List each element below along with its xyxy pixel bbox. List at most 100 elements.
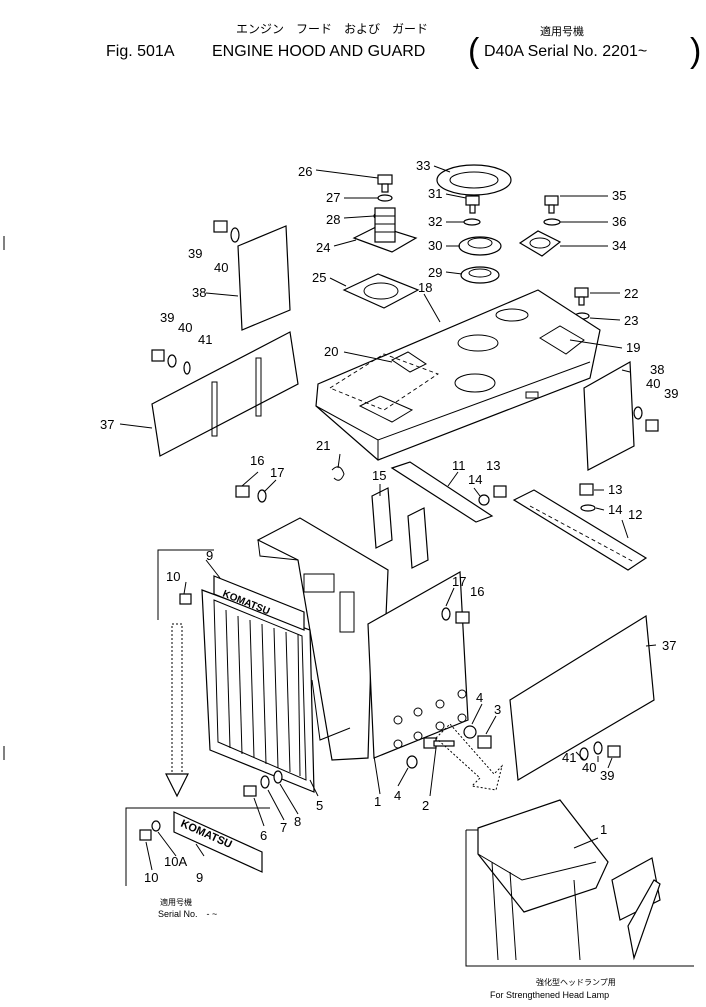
part-5-grille [201,575,315,793]
part-41-lockwasher-left [183,361,191,375]
callout-40-c: 40 [646,376,660,391]
title-jp: エンジン フード および ガード [236,22,428,36]
part-40-washer-upper [230,227,240,243]
callout-18: 18 [418,280,432,295]
callout-37-b: 37 [662,638,676,653]
callout-3: 3 [494,702,501,717]
callout-19: 19 [626,340,640,355]
part-32-washer [463,218,481,226]
note-lamp-jp: 強化型ヘッドランプ用 [536,977,616,987]
note-serial-jp: 適用号機 [160,897,192,907]
title-en: ENGINE HOOD AND GUARD [212,43,425,60]
callout-39-c: 39 [664,386,678,401]
part-34-plate [518,230,562,257]
callout-26: 26 [298,164,312,179]
part-39-bolt-left [151,349,165,362]
callout-6: 6 [260,828,267,843]
part-18-engine-hood [315,289,601,461]
part-31-bolt [465,195,480,214]
part-39-bolt-lowright [607,745,621,758]
callout-32: 32 [428,214,442,229]
callout-40-d: 40 [582,760,596,775]
callout-40-b: 40 [178,320,192,335]
part-21-clip [331,466,345,481]
part-33-cover-ring [436,164,512,196]
callout-5: 5 [316,798,323,813]
callout-23: 23 [624,313,638,328]
part-17-washer-left [257,489,267,503]
part-39-bolt-right [645,419,659,432]
callout-29: 29 [428,265,442,280]
callout-20: 20 [324,344,338,359]
serial-en-header: D40A Serial No. 2201~ [484,43,647,60]
part-17-washer-right [441,607,451,621]
callout-2: 2 [422,798,429,813]
part-12-rail [512,489,648,571]
part-8-washer [273,770,283,784]
callout-14-b: 14 [608,502,622,517]
callout-16-a: 16 [250,453,264,468]
part-16-bolt-left [235,485,250,498]
part-4-washer-lower [406,755,418,769]
callout-35: 35 [612,188,626,203]
part-15-bracket [371,487,429,569]
part-3-bolt [477,735,492,749]
part-40-washer-lowright [593,741,603,755]
note-serial-en: Serial No. - ~ [158,909,217,919]
callout-17-b: 17 [452,574,466,589]
part-11-rail [390,461,494,523]
part-37-side-guard-right [509,614,655,781]
callout-38-b: 38 [650,362,664,377]
callout-16-b: 16 [470,584,484,599]
paren-open: ( [468,32,480,70]
callout-39-a: 39 [188,246,202,261]
part-39-bolt-upper [213,220,228,233]
arrow-diagonal-icon [435,723,503,791]
part-4-washer-upper [463,725,477,739]
callout-9-b: 9 [196,870,203,885]
part-25-gasket [342,273,420,309]
callout-21: 21 [316,438,330,453]
part-40-washer-right [633,406,643,420]
callout-39-d: 39 [600,768,614,783]
part-14-washer-b [580,504,596,512]
inset-bracket-upper [157,549,214,620]
part-38-panel-left [237,225,291,331]
callout-28: 28 [326,212,340,227]
callout-15: 15 [372,468,386,483]
callout-22: 22 [624,286,638,301]
callout-1-inset: 1 [600,822,607,837]
part-7-washer [260,775,270,789]
callout-33: 33 [416,158,430,173]
callout-12: 12 [628,507,642,522]
part-41-lockwasher-right [579,747,589,761]
part-38-panel-right [583,360,635,471]
callout-40-a: 40 [214,260,228,275]
part-13-bolt-a [493,485,507,498]
serial-jp-header: 適用号機 [540,24,584,38]
callout-11: 11 [452,458,466,473]
callout-9-a: 9 [206,548,213,563]
part-14-washer-a [478,494,490,506]
callout-41-a: 41 [198,332,212,347]
callout-4-a: 4 [476,690,483,705]
leader-lines [119,165,657,871]
paren-close: ) [690,32,701,70]
callout-8: 8 [294,814,301,829]
callout-10-b: 10 [144,870,158,885]
callout-24: 24 [316,240,330,255]
callout-1: 1 [374,794,381,809]
part-20-gasket [329,353,439,411]
arrow-down-icon [165,623,189,798]
inset-lamp-box [465,799,694,967]
part-10-screw-upper [179,593,192,605]
part-35-bolt [544,195,559,214]
callout-27: 27 [326,190,340,205]
part-30-flange [458,236,502,256]
figure-number: Fig. 501A [106,43,175,60]
part-36-washer [543,218,561,226]
part-26-bolt [377,174,393,193]
callout-30: 30 [428,238,442,253]
callout-25: 25 [312,270,326,285]
